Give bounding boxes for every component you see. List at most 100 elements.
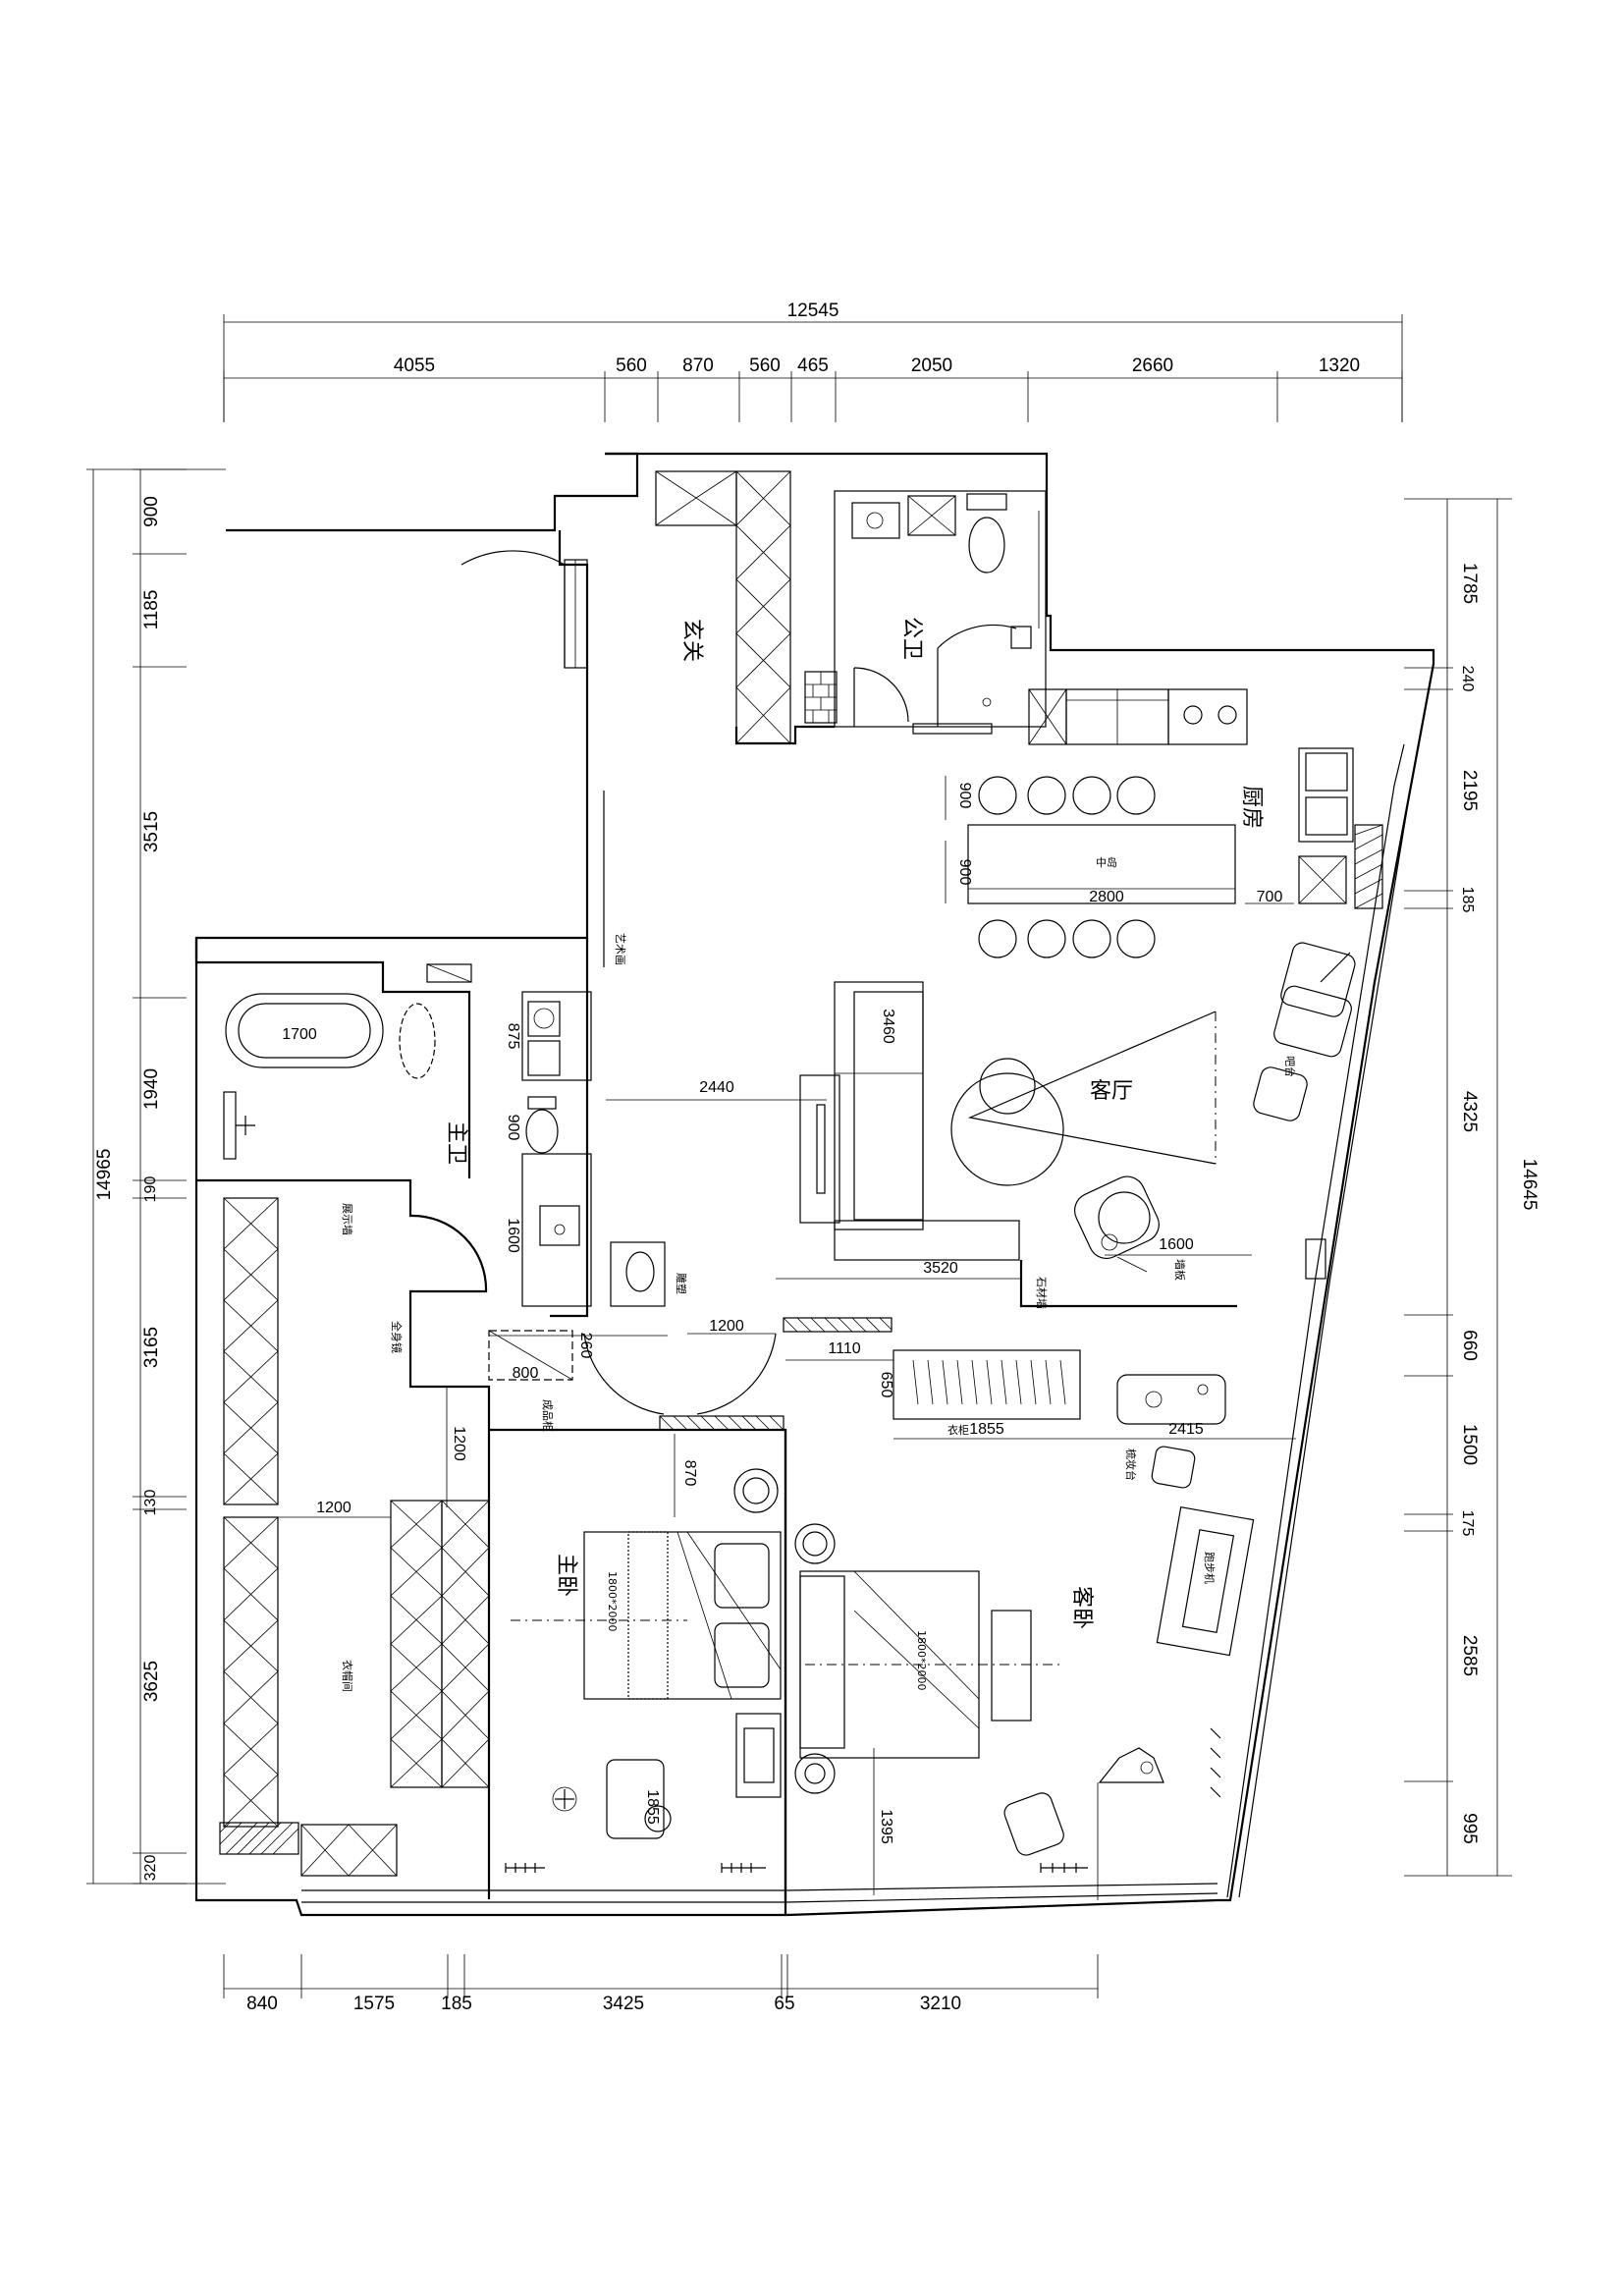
- dim-right-4: 185: [1459, 887, 1476, 913]
- room-living: 客厅: [1090, 1079, 1133, 1104]
- dim-living-1600: 1600: [1159, 1236, 1194, 1253]
- room-master-bedroom: 主卧: [554, 1554, 578, 1597]
- wardrobe-area: [785, 1349, 1296, 1489]
- dim-sofa: 3460: [880, 1009, 896, 1044]
- hallway: [196, 1178, 893, 1899]
- dim-bottom-5: 65: [774, 1994, 794, 2014]
- dim-right-2: 240: [1459, 666, 1476, 692]
- dim-top-6: 2050: [911, 355, 952, 376]
- dim-top-4: 560: [749, 355, 781, 376]
- room-entry: 玄关: [679, 619, 704, 662]
- dim-left-3: 3515: [141, 811, 162, 852]
- dim-right-1: 1785: [1459, 563, 1480, 604]
- dim-right-total: 14645: [1519, 1159, 1540, 1211]
- dim-bottom-6: 3210: [920, 1994, 961, 2014]
- label-master-bed: 1800*2000: [606, 1571, 619, 1632]
- left-dimensions: 14965 900 1185 3515 1940 190 3165 130 36…: [86, 468, 226, 1885]
- dim-bath-900: 900: [505, 1115, 521, 1141]
- dim-right-10: 995: [1459, 1813, 1480, 1844]
- dim-bath-1600: 1600: [505, 1218, 521, 1253]
- lounge-chair: [1073, 1175, 1160, 1260]
- sculpture: [610, 1241, 666, 1307]
- dim-kitchen-900b: 900: [956, 859, 973, 886]
- dim-top-7: 2660: [1132, 355, 1173, 376]
- label-island: 中岛: [1096, 855, 1117, 869]
- label-bathtub: 1700: [282, 1026, 317, 1043]
- cloakroom: [219, 1197, 490, 1877]
- dim-wardrobe-650: 650: [878, 1372, 894, 1398]
- label-wall-panel: 墙板: [1173, 1259, 1187, 1281]
- kitchen: [945, 688, 1383, 958]
- master-bath: [194, 938, 592, 1307]
- room-kitchen: 厨房: [1239, 786, 1264, 829]
- dim-left-6: 3165: [141, 1327, 162, 1368]
- room-master-bath: 主卫: [444, 1121, 468, 1165]
- label-guest-bed: 1800*2000: [915, 1630, 928, 1691]
- dim-top-2: 560: [616, 355, 647, 376]
- armchairs: [1253, 942, 1356, 1121]
- dim-left-1: 900: [141, 496, 162, 527]
- dim-left-2: 1185: [141, 590, 162, 630]
- dim-left-9: 320: [142, 1855, 159, 1882]
- dim-left-4: 1940: [141, 1068, 162, 1110]
- dim-island: 2800: [1089, 889, 1124, 905]
- label-art-wall: 艺术画: [614, 933, 626, 965]
- label-cabinet: 成品柜: [541, 1399, 554, 1432]
- internal-walls: [550, 725, 1237, 1915]
- dim-top-1: 4055: [394, 355, 435, 376]
- dim-hall-1200: 1200: [709, 1318, 744, 1335]
- dim-right-7: 1500: [1459, 1424, 1480, 1465]
- dim-right-8: 175: [1459, 1510, 1476, 1537]
- dim-left-7: 130: [142, 1490, 159, 1516]
- dim-bath-875: 875: [505, 1023, 521, 1050]
- label-bar: 吧台: [1283, 1056, 1297, 1077]
- right-dimensions: 14645 1785 240 2195 185 4325 660 1500 17…: [1404, 498, 1540, 1877]
- exterior-walls: [194, 452, 1435, 1917]
- guest-bedroom: [794, 1505, 1255, 1900]
- dim-left-5: 190: [142, 1176, 159, 1203]
- dim-cloak-1200: 1200: [316, 1500, 352, 1516]
- dim-right-9: 2585: [1459, 1635, 1480, 1676]
- label-display-wall: 展示墙: [341, 1203, 354, 1235]
- dim-bottom-2: 1575: [353, 1994, 395, 2014]
- dim-master-1855: 1855: [644, 1789, 661, 1825]
- dim-living-3520: 3520: [923, 1260, 958, 1277]
- dim-living-2440: 2440: [699, 1079, 734, 1096]
- dim-right-5: 4325: [1459, 1091, 1480, 1132]
- dim-bottom-3: 185: [441, 1994, 472, 2014]
- public-bath: [834, 490, 1047, 735]
- dim-kitchen-700: 700: [1257, 889, 1283, 905]
- top-dimensions: 12545 4055 560 870 560 465 2050 2660 132…: [223, 301, 1403, 422]
- master-bedroom: [489, 1428, 787, 1900]
- room-public-bath: 公卫: [899, 617, 924, 660]
- dim-bottom-4: 3425: [603, 1994, 644, 2014]
- dim-top-3: 870: [682, 355, 714, 376]
- dim-hall-260: 260: [577, 1333, 594, 1359]
- room-guest-bedroom: 客卧: [1069, 1586, 1094, 1629]
- bar-stools-top: [978, 776, 1156, 958]
- dim-master-870: 870: [681, 1460, 698, 1487]
- label-full-mirror: 全身镜: [390, 1321, 404, 1353]
- bottom-dimensions: 840 1575 185 3425 65 3210: [223, 1954, 1099, 2014]
- dim-bottom-1: 840: [246, 1994, 278, 2014]
- dim-left-8: 3625: [141, 1661, 162, 1702]
- dim-wardrobe-1110: 1110: [828, 1340, 860, 1357]
- label-stone-wall: 石材墙: [1035, 1277, 1049, 1309]
- dim-hall-800: 800: [513, 1365, 539, 1382]
- dim-wardrobe-1855: 1855: [969, 1421, 1004, 1438]
- dim-guest-1395: 1395: [878, 1809, 894, 1844]
- entry-door[interactable]: [460, 550, 588, 669]
- dim-top-total: 12545: [787, 301, 839, 321]
- dim-right-3: 2195: [1459, 770, 1480, 811]
- room-cloakroom: 衣帽间: [341, 1660, 354, 1692]
- dim-left-total: 14965: [94, 1149, 115, 1201]
- living-room: [776, 942, 1356, 1280]
- dim-top-5: 465: [797, 355, 829, 376]
- dim-kitchen-900a: 900: [956, 783, 973, 809]
- label-wardrobe: 衣柜: [947, 1423, 969, 1437]
- label-treadmill: 跑步机: [1203, 1552, 1217, 1584]
- island: [967, 824, 1236, 904]
- entry-cabinets: [655, 470, 838, 744]
- dim-right-6: 660: [1459, 1330, 1480, 1361]
